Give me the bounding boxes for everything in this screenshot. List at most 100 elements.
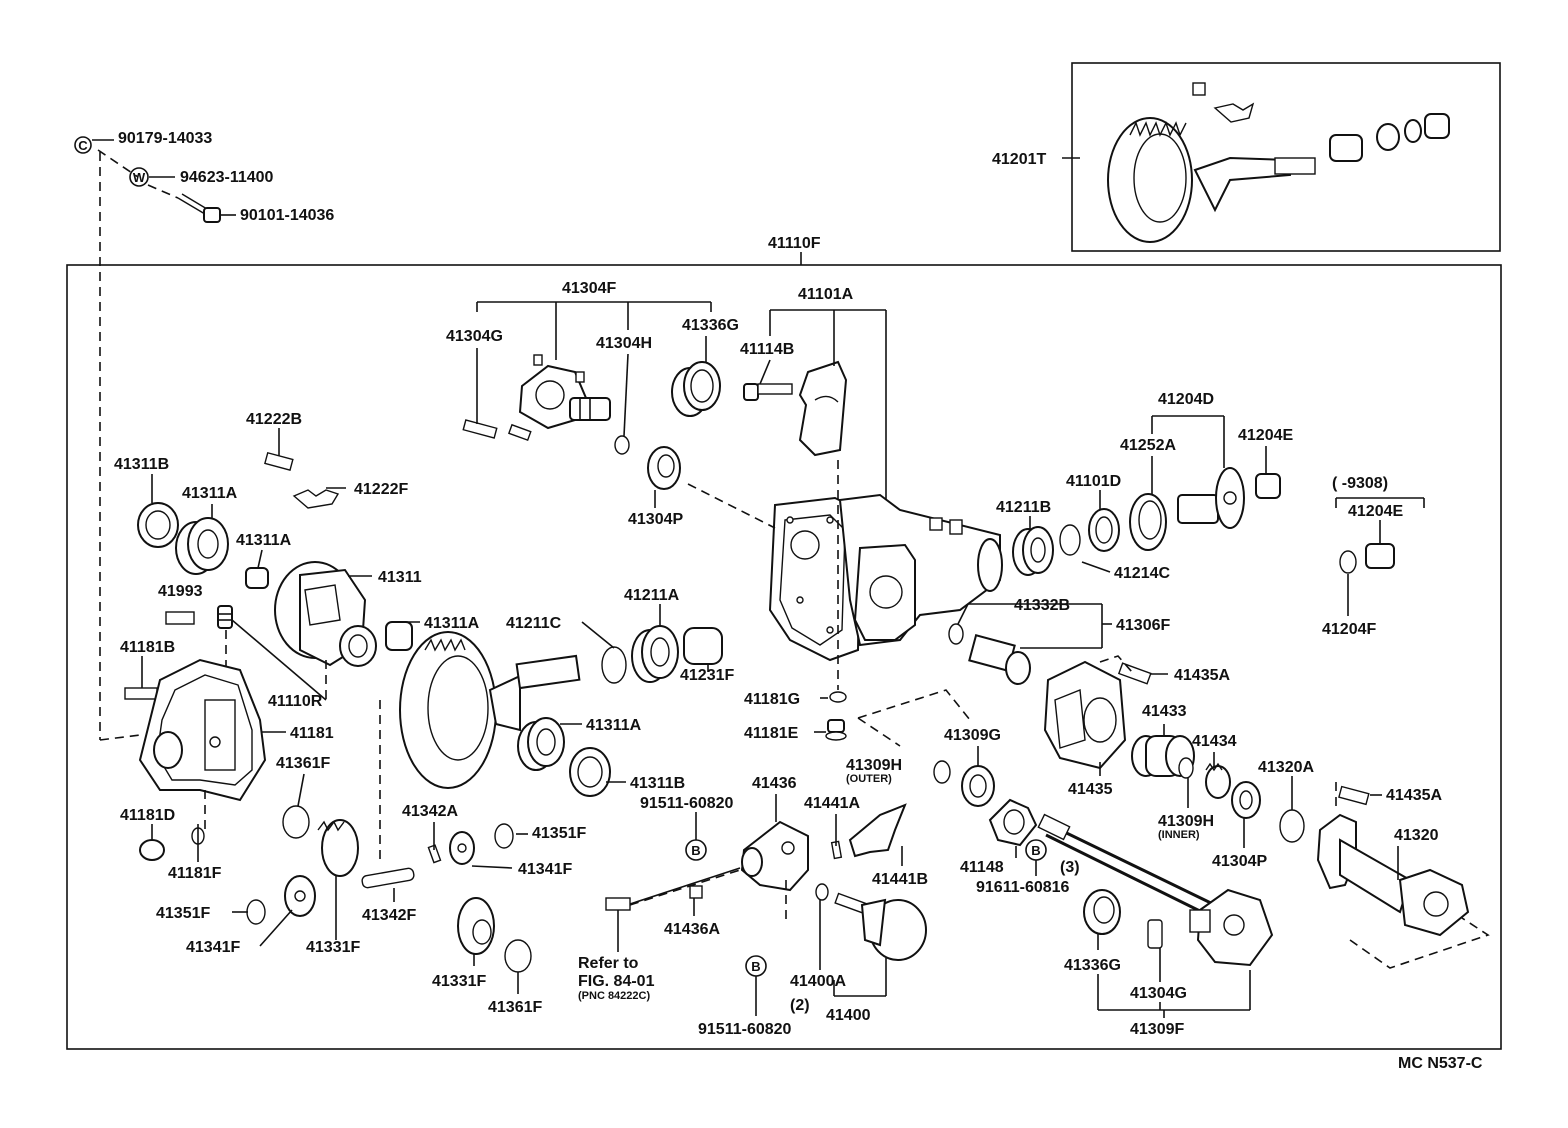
label-41101A: 41101A <box>798 286 854 303</box>
breather-plug-41110R <box>217 605 233 629</box>
label-41181: 41181 <box>290 725 334 742</box>
gasket-41181G <box>829 691 847 703</box>
drain-plug-41181D <box>139 839 165 861</box>
label-41304G-top: 41304G <box>446 328 503 345</box>
label-91611-60816: 91611-60816 <box>976 879 1070 896</box>
label-41110F: 41110F <box>768 235 821 252</box>
label-41309H-outer: 41309H <box>846 757 902 774</box>
label-41204D: 41204D <box>1158 391 1214 408</box>
label-41181G: 41181G <box>744 691 800 708</box>
bearing-41336G-bottom <box>1083 889 1121 935</box>
badge-b-1: B <box>691 843 700 858</box>
label-94623-11400: 94623-11400 <box>180 169 274 186</box>
label-41351F-bottom: 41351F <box>156 905 210 922</box>
lock-plate-41222F <box>292 489 340 509</box>
label-41341F-top: 41341F <box>518 861 572 878</box>
label-41222F: 41222F <box>354 481 408 498</box>
dust-deflector-41252A <box>1129 493 1167 551</box>
label-41311A-4: 41311A <box>586 717 642 734</box>
label-refer-to: Refer to <box>578 955 639 972</box>
badge-b-2: B <box>751 959 760 974</box>
label-41351F-top: 41351F <box>532 825 586 842</box>
diagram-code: MC N537-C <box>1398 1055 1483 1072</box>
pinion-gear-41341F-left <box>284 875 316 917</box>
pin-41342A <box>427 844 442 864</box>
thrust-washer-41361F-top <box>282 805 310 839</box>
drain-plug-41181E <box>825 719 847 741</box>
label-41336G-bottom: 41336G <box>1064 957 1121 974</box>
side-gear-41331F-top <box>317 819 359 877</box>
bearing-41211B <box>1012 526 1054 576</box>
main-assembly-frame <box>66 264 1502 1050</box>
label-41114B: 41114B <box>740 341 794 358</box>
label-outer-note: (OUTER) <box>846 773 892 785</box>
bearing-41311A-mid <box>385 621 413 651</box>
label-41211C: 41211C <box>506 615 562 632</box>
label-41309F: 41309F <box>1130 1021 1184 1038</box>
label-41320: 41320 <box>1394 827 1439 844</box>
label-41311A-2: 41311A <box>236 532 292 549</box>
actuator-41436 <box>740 820 809 892</box>
label-fig-84-01: FIG. 84-01 <box>578 973 655 990</box>
label-90101-14036: 90101-14036 <box>240 207 334 224</box>
bolt-41222B <box>264 451 294 472</box>
label-41309G: 41309G <box>944 727 1001 744</box>
label-41331F-top: 41331F <box>306 939 360 956</box>
badge-c: C <box>78 138 88 153</box>
label-41252A: 41252A <box>1120 437 1176 454</box>
bearing-41336G-top <box>671 361 721 417</box>
oil-seal-41101D <box>1088 508 1120 552</box>
label-41434: 41434 <box>1192 733 1237 750</box>
differential-cover-41181 <box>138 658 267 802</box>
label-41435: 41435 <box>1068 781 1113 798</box>
label-41336G-top: 41336G <box>682 317 739 334</box>
breather-plug-41993 <box>165 611 195 625</box>
bolt-41435A-top <box>1117 662 1152 685</box>
thrust-washer-41361F-bottom <box>504 939 532 973</box>
inset-frame-ring-gear-set <box>1071 62 1501 252</box>
differential-case-41311 <box>274 561 377 667</box>
companion-flange-41204D <box>1177 467 1245 529</box>
ring-pinion-gear-set-41201T <box>1107 82 1450 243</box>
label-41436A: 41436A <box>664 921 720 938</box>
label-41400A: 41400A <box>790 973 846 990</box>
label-41433: 41433 <box>1142 703 1187 720</box>
label-41304F: 41304F <box>562 280 616 297</box>
badge-w: W <box>133 170 146 185</box>
hole-snap-ring-41332B <box>948 623 964 645</box>
shift-fork-41441B <box>848 803 907 858</box>
nut-90179-14033: C <box>74 136 114 154</box>
clutch-sleeve-41433 <box>1131 735 1195 777</box>
bearing-41311A-lower <box>517 717 565 771</box>
label-41204E: 41204E <box>1238 427 1293 444</box>
label-41304G-bottom: 41304G <box>1130 985 1187 1002</box>
label-41342F: 41342F <box>362 907 416 924</box>
label-41204F: 41204F <box>1322 621 1376 638</box>
label-41181D: 41181D <box>120 807 175 824</box>
companion-flange-41304F <box>507 354 611 442</box>
nut-41204E-right <box>1365 543 1395 569</box>
label-41311B-top: 41311B <box>114 456 169 473</box>
label-41436: 41436 <box>752 775 797 792</box>
label-41441B: 41441B <box>872 871 928 888</box>
pinion-gear-41341F-right <box>449 831 475 865</box>
label-91511-60820-top: 91511-60820 <box>640 795 734 812</box>
bolt-41304G-bottom <box>1147 919 1163 949</box>
label-41320A: 41320A <box>1258 759 1314 776</box>
label-41311A-3: 41311A <box>424 615 480 632</box>
axle-shaft-41309F <box>1037 813 1216 917</box>
label-41211A: 41211A <box>624 587 680 604</box>
bearing-retainer-41148 <box>988 798 1038 847</box>
bolt-90101-14036 <box>177 193 236 223</box>
label-41211B: 41211B <box>996 499 1051 516</box>
label-41101D: 41101D <box>1066 473 1121 490</box>
gear-41434 <box>1205 762 1231 799</box>
bolt-41435A-right <box>1338 785 1370 806</box>
badge-b-3: B <box>1031 843 1040 858</box>
actuator-assembly-41400 <box>834 892 927 961</box>
label-41311: 41311 <box>378 569 422 586</box>
spacer-41231F <box>683 627 723 665</box>
label-90179-14033: 90179-14033 <box>118 130 212 147</box>
switch-41436A <box>689 885 703 899</box>
